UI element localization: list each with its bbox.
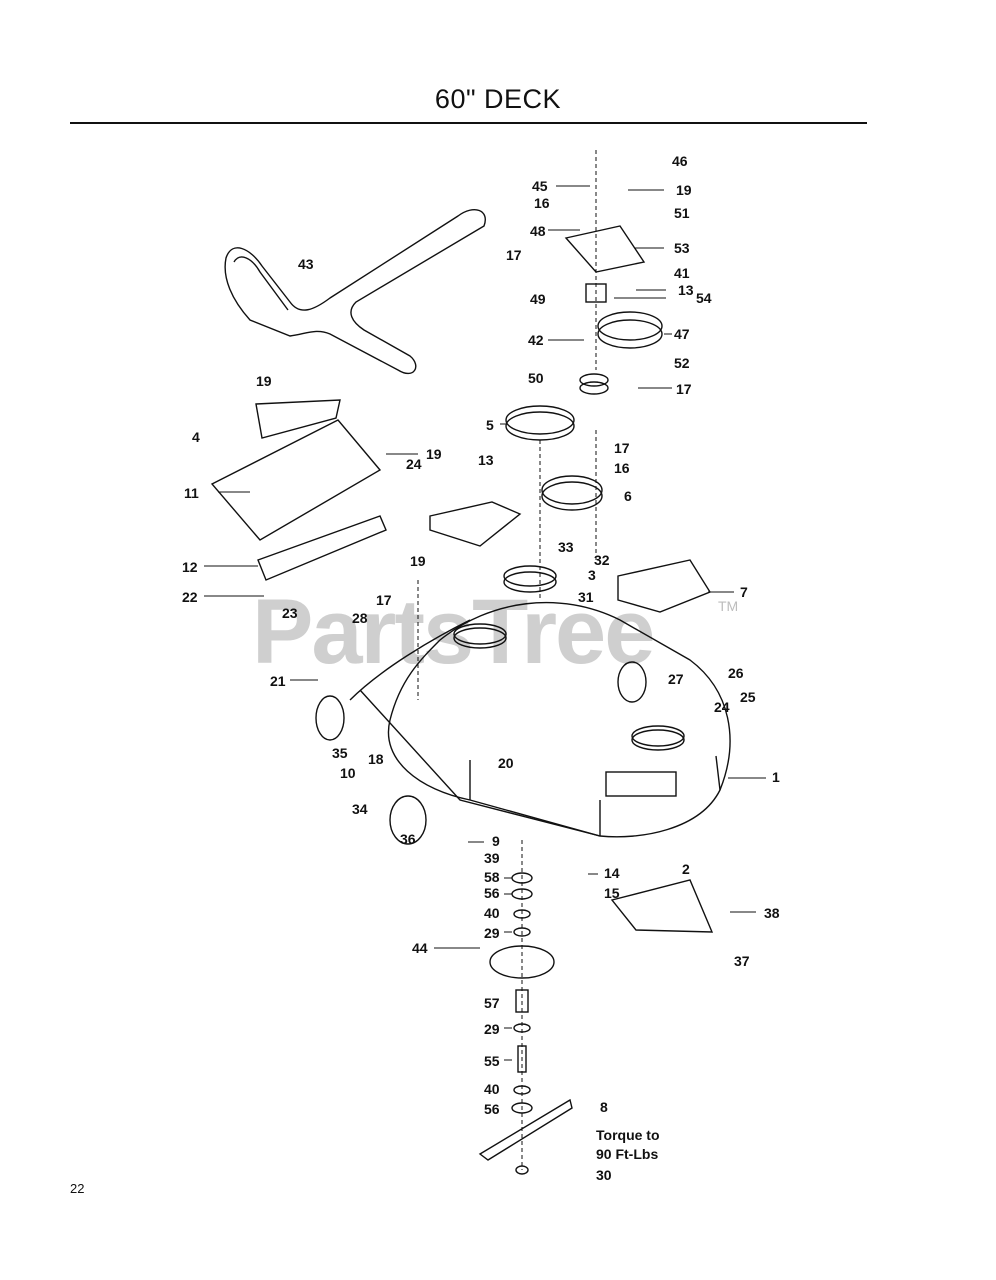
idler-bracket xyxy=(210,419,382,541)
callout-52: 52 xyxy=(674,355,690,371)
callout-46: 46 xyxy=(672,153,688,169)
callout-50: 50 xyxy=(528,370,544,386)
callout-12: 12 xyxy=(182,559,198,575)
callout-16a: 16 xyxy=(534,195,550,211)
callout-19d: 19 xyxy=(410,553,426,569)
callout-39: 39 xyxy=(484,850,500,866)
callout-16b: 16 xyxy=(614,460,630,476)
callout-58: 58 xyxy=(484,869,500,885)
callout-49: 49 xyxy=(530,291,546,307)
callout-31: 31 xyxy=(578,589,594,605)
cover-plate-left xyxy=(429,501,522,547)
callout-45: 45 xyxy=(532,178,548,194)
callout-30: 30 xyxy=(596,1167,612,1183)
guard-bracket xyxy=(610,879,714,933)
cover-plate-right xyxy=(617,559,712,613)
callout-36: 36 xyxy=(400,831,416,847)
callout-24a: 24 xyxy=(406,456,422,472)
mower-blade xyxy=(478,1098,573,1161)
belt-drawing xyxy=(224,208,486,375)
callout-56b: 56 xyxy=(484,1101,500,1117)
callout-33: 33 xyxy=(558,539,574,555)
callout-35: 35 xyxy=(332,745,348,761)
torque-note: Torque to 90 Ft-Lbs xyxy=(596,1126,660,1164)
callout-21: 21 xyxy=(270,673,286,689)
callout-13a: 13 xyxy=(678,282,694,298)
callout-3: 3 xyxy=(588,567,596,583)
callout-17b: 17 xyxy=(676,381,692,397)
callout-20: 20 xyxy=(498,755,514,771)
callout-38: 38 xyxy=(764,905,780,921)
callout-17a: 17 xyxy=(506,247,522,263)
callout-19b: 19 xyxy=(256,373,272,389)
torque-note-line1: Torque to xyxy=(596,1127,660,1143)
callout-14: 14 xyxy=(604,865,620,881)
callout-4: 4 xyxy=(192,429,200,445)
callout-27: 27 xyxy=(668,671,684,687)
callout-9: 9 xyxy=(492,833,500,849)
page-title: 60" DECK xyxy=(434,84,562,114)
callout-10: 10 xyxy=(340,765,356,781)
callout-17c: 17 xyxy=(614,440,630,456)
callout-8: 8 xyxy=(600,1099,608,1115)
callout-28: 28 xyxy=(352,610,368,626)
torque-note-line2: 90 Ft-Lbs xyxy=(596,1146,659,1162)
callout-51: 51 xyxy=(674,205,690,221)
callout-57: 57 xyxy=(484,995,500,1011)
page-number: 22 xyxy=(70,1181,85,1196)
callout-19c: 19 xyxy=(426,446,442,462)
watermark-tm: TM xyxy=(718,598,739,614)
callout-13b: 13 xyxy=(478,452,494,468)
callout-26: 26 xyxy=(728,665,744,681)
title-rule xyxy=(70,122,867,124)
callout-5: 5 xyxy=(486,417,494,433)
callout-32: 32 xyxy=(594,552,610,568)
callout-15: 15 xyxy=(604,885,620,901)
callout-48: 48 xyxy=(530,223,546,239)
callout-56a: 56 xyxy=(484,885,500,901)
callout-6: 6 xyxy=(624,488,632,504)
callout-41: 41 xyxy=(674,265,690,281)
callout-47: 47 xyxy=(674,326,690,342)
callout-17d: 17 xyxy=(376,592,392,608)
callout-25: 25 xyxy=(740,689,756,705)
callout-44: 44 xyxy=(412,940,428,956)
callout-37: 37 xyxy=(734,953,750,969)
callout-19a: 19 xyxy=(676,182,692,198)
callout-53: 53 xyxy=(674,240,690,256)
callout-29a: 29 xyxy=(484,925,500,941)
callout-43: 43 xyxy=(298,256,314,272)
deck-shell xyxy=(387,601,731,838)
callout-22: 22 xyxy=(182,589,198,605)
callout-29b: 29 xyxy=(484,1021,500,1037)
callout-7: 7 xyxy=(740,584,748,600)
watermark: PartsTree xyxy=(252,581,655,683)
callout-2: 2 xyxy=(682,861,690,877)
callout-54: 54 xyxy=(696,290,712,306)
callout-11: 11 xyxy=(184,485,199,501)
callout-40a: 40 xyxy=(484,905,500,921)
callout-18: 18 xyxy=(368,751,384,767)
callout-42: 42 xyxy=(528,332,544,348)
callout-40b: 40 xyxy=(484,1081,500,1097)
callout-55: 55 xyxy=(484,1053,500,1069)
callout-24b: 24 xyxy=(714,699,730,715)
callout-23: 23 xyxy=(282,605,298,621)
callout-34: 34 xyxy=(352,801,368,817)
callout-1: 1 xyxy=(772,769,780,785)
